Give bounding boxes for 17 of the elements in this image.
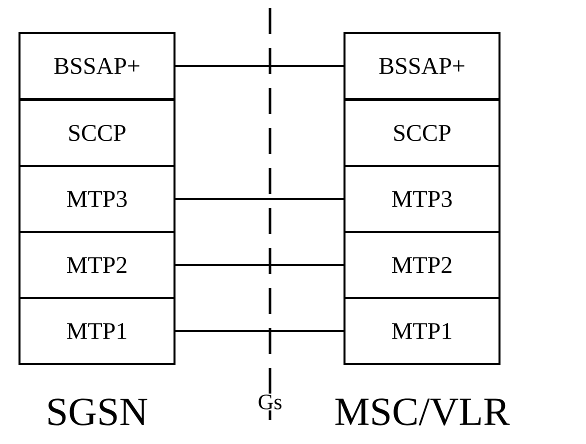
- layer-box: BSSAP+: [344, 32, 500, 100]
- connector-line: [176, 264, 344, 266]
- layer-box: BSSAP+: [18, 32, 176, 100]
- interface-label: Gs: [256, 394, 284, 410]
- connector-line: [176, 330, 344, 332]
- layer-box: MTP1: [344, 297, 500, 365]
- layer-box: SCCP: [18, 99, 176, 167]
- layer-box: MTP2: [18, 231, 176, 299]
- stack-label: SGSN: [44, 398, 150, 426]
- layer-box: MTP3: [344, 165, 500, 233]
- layer-box: MTP2: [344, 231, 500, 299]
- stack-label: MSC/VLR: [333, 397, 511, 427]
- connector-line: [176, 198, 344, 200]
- layer-box: SCCP: [344, 99, 500, 167]
- layer-box: MTP1: [18, 297, 176, 365]
- connector-line: [176, 65, 344, 67]
- layer-box: MTP3: [18, 165, 176, 233]
